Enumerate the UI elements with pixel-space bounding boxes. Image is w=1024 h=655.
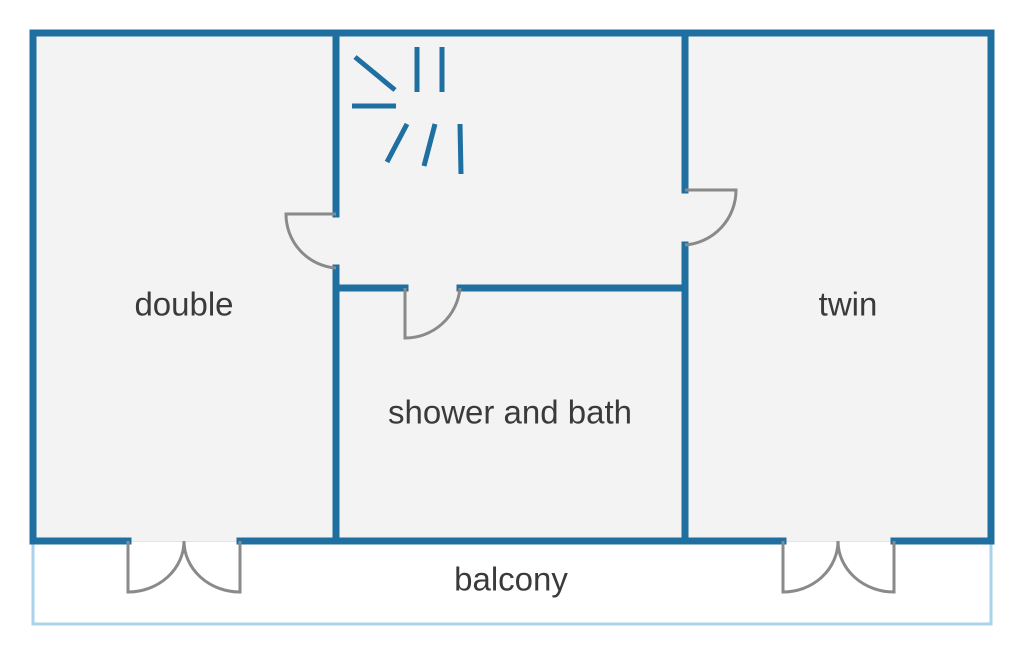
room-hallway [336, 33, 685, 288]
stairs-symbol-icon [352, 47, 464, 175]
room-double [33, 33, 336, 541]
balcony-area [31, 538, 993, 626]
doors [126, 188, 896, 594]
door-twin [684, 188, 738, 247]
room-label-bathroom: shower and bath [388, 394, 632, 431]
balcony-door-right-b [836, 540, 896, 594]
room-twin [685, 33, 991, 541]
room-label-twin: twin [819, 286, 878, 323]
balcony-door-right-a [781, 540, 840, 594]
balcony-door-left-a [126, 540, 186, 594]
balcony-door-left-b [182, 540, 242, 594]
door-bathroom [403, 287, 462, 340]
walls [29, 29, 995, 545]
door-double [284, 212, 337, 270]
room-label-double: double [134, 286, 233, 323]
room-bathroom [336, 288, 685, 541]
room-label-balcony: balcony [454, 561, 568, 598]
